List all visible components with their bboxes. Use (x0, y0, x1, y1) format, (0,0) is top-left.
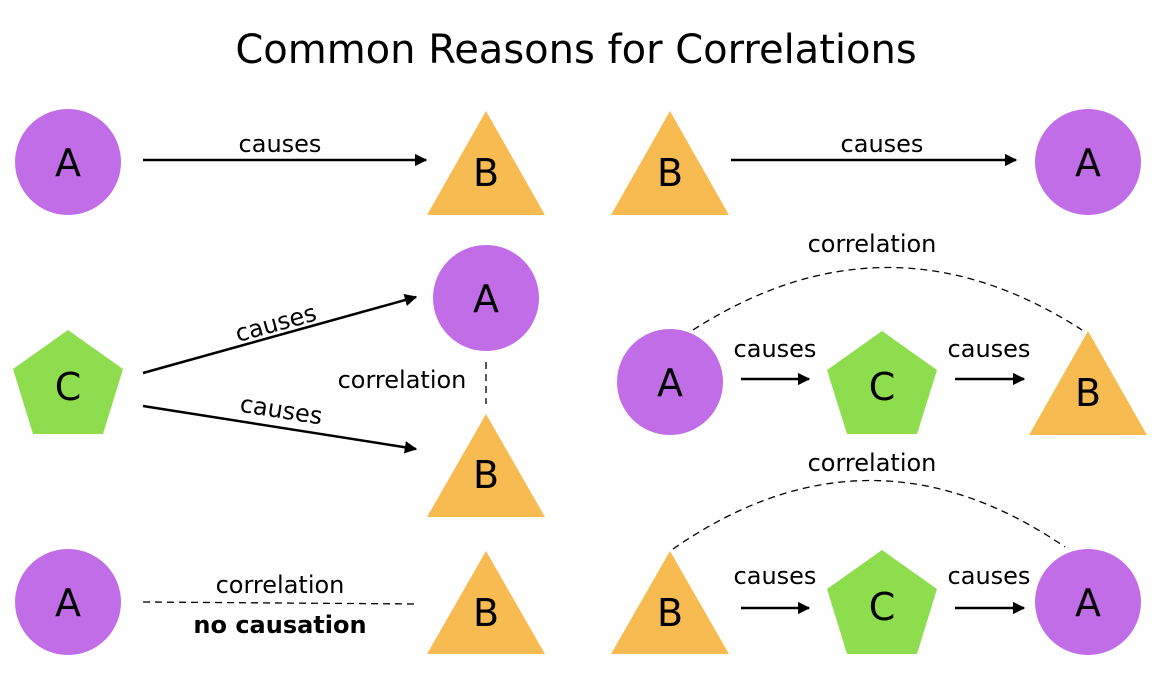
arrow-c-to-a (142, 293, 418, 375)
node-a-circle (1035, 549, 1141, 655)
panel-common-cause: C causes causes A correlation B (13, 245, 545, 517)
node-b-label: B (657, 591, 683, 635)
node-b-triangle (427, 111, 545, 215)
node-a-label: A (657, 361, 683, 405)
correlation-dashed-line (142, 601, 419, 605)
node-c-label: C (869, 585, 896, 629)
node-b-triangle (611, 111, 729, 215)
panel-chain-b-c-a: correlation B causes C causes A (611, 449, 1141, 655)
node-a-circle (1035, 109, 1141, 215)
node-b-triangle (427, 414, 545, 517)
panel-chain-a-c-b: correlation A causes C causes B (617, 230, 1147, 435)
edge-label-correlation: correlation (216, 571, 345, 599)
node-a-circle (433, 245, 539, 351)
node-c-pentagon (827, 550, 937, 654)
edge-label-causes: causes (948, 562, 1031, 590)
panel-a-causes-b: A causes B (15, 109, 545, 215)
edge-label-causes: causes (948, 335, 1031, 363)
edge-label-correlation: correlation (808, 449, 937, 477)
panel-no-causation: A correlation no causation B (15, 549, 545, 655)
node-a-circle (15, 549, 121, 655)
panel-b-causes-a: B causes A (611, 109, 1141, 215)
edge-label-causes: causes (238, 390, 324, 431)
node-b-triangle (611, 551, 729, 654)
edge-label-correlation: correlation (808, 230, 937, 258)
node-b-label: B (657, 151, 683, 195)
node-a-label: A (1075, 581, 1101, 625)
node-c-label: C (55, 365, 82, 409)
node-a-label: A (55, 141, 81, 185)
correlation-dashed-arc (672, 479, 1066, 550)
node-b-label: B (473, 151, 499, 195)
node-a-label: A (55, 581, 81, 625)
correlation-dashed-arc (692, 266, 1083, 331)
node-a-label: A (1075, 141, 1101, 185)
edge-label-causes: causes (232, 299, 319, 348)
node-c-pentagon (13, 330, 123, 434)
edge-label-causes: causes (734, 335, 817, 363)
edge-label-correlation: correlation (338, 366, 467, 394)
edge-label-causes: causes (841, 130, 924, 158)
node-c-label: C (869, 365, 896, 409)
node-a-circle (15, 109, 121, 215)
diagram-title: Common Reasons for Correlations (235, 27, 916, 73)
node-b-label: B (473, 453, 499, 497)
node-b-triangle (427, 551, 545, 654)
edge-label-causes: causes (734, 562, 817, 590)
node-a-label: A (473, 277, 499, 321)
label-no-causation: no causation (193, 611, 366, 639)
node-a-circle (617, 329, 723, 435)
arrow-c-to-b (142, 404, 418, 454)
node-b-triangle (1029, 331, 1147, 435)
node-b-label: B (473, 591, 499, 635)
node-b-label: B (1075, 371, 1101, 415)
edge-label-causes: causes (239, 130, 322, 158)
node-c-pentagon (827, 331, 937, 434)
